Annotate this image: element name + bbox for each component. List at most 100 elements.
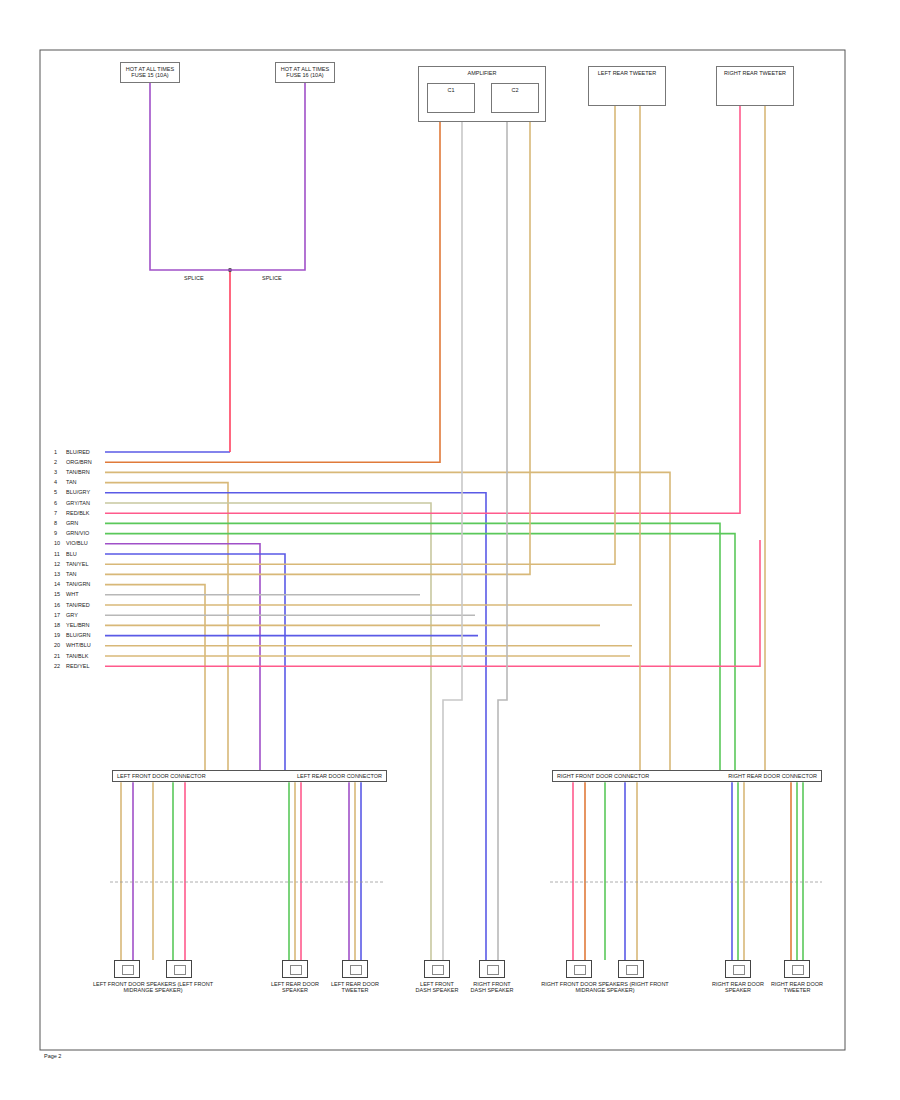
wire-color-code: WHT	[66, 591, 79, 597]
node-text: RIGHT REAR DOOR TWEETER	[770, 981, 824, 994]
speaker-wire	[572, 782, 574, 960]
wire-color-code: BLU/RED	[66, 449, 90, 455]
wire-color-code: GRY/TAN	[66, 500, 90, 506]
speaker-wire	[624, 782, 626, 960]
speaker-wire	[300, 782, 302, 960]
tweeter-connector: LEFT REAR TWEETER	[588, 66, 666, 106]
bundle-wire	[105, 122, 440, 462]
splice-label: SPLICE	[262, 275, 282, 281]
node-text: RIGHT REAR TWEETER	[720, 70, 790, 76]
connector-box: C2	[491, 83, 539, 113]
wire-connector	[150, 83, 305, 270]
wire-color-code: TAN	[66, 479, 77, 485]
bundle-wire	[105, 493, 486, 960]
node-text: C1	[431, 87, 471, 93]
wire-connector	[604, 782, 606, 960]
wire-number: 7	[54, 510, 57, 516]
bundle-wire	[105, 544, 260, 770]
wire-color-code: TAN/RED	[66, 602, 90, 608]
speaker-icons	[270, 960, 320, 978]
page-frame	[40, 50, 845, 1050]
wire-number: 2	[54, 459, 57, 465]
speaker: RIGHT REAR DOOR TWEETER	[770, 960, 824, 994]
speaker-icons	[328, 960, 382, 978]
bundle-wire	[105, 503, 431, 960]
wire-color-code: YEL/BRN	[66, 622, 90, 628]
bundle-wire	[105, 614, 475, 616]
speaker-wire	[172, 782, 174, 960]
wire-color-code: RED/BLK	[66, 510, 90, 516]
wire-number: 6	[54, 500, 57, 506]
wire-number: 18	[54, 622, 60, 628]
wire-number: 3	[54, 469, 57, 475]
speaker-icons	[88, 960, 218, 978]
bundle-wire	[105, 106, 740, 513]
bundle-wire	[105, 106, 615, 564]
wire-color-code: GRN/VIO	[66, 530, 89, 536]
page-number: Page 2	[44, 1053, 61, 1059]
node-text: HOT AT ALL TIMES	[124, 66, 176, 72]
node-text: LEFT REAR DOOR SPEAKER	[270, 981, 320, 994]
wire-color-code: VIO/BLU	[66, 540, 88, 546]
speaker: LEFT REAR DOOR SPEAKER	[270, 960, 320, 994]
node-text: HOT AT ALL TIMES	[279, 66, 331, 72]
bundle-wire	[105, 554, 285, 770]
wire-number: 1	[54, 449, 57, 455]
connector-block: LEFT FRONT DOOR CONNECTOR LEFT REAR DOOR …	[112, 770, 387, 782]
wire-color-code: BLU/GRN	[66, 632, 90, 638]
wire-connector	[639, 106, 641, 770]
speaker-symbol	[725, 960, 751, 978]
speaker-wire	[360, 782, 362, 960]
wire-number: 17	[54, 612, 60, 618]
bundle-wire	[105, 451, 230, 453]
speaker-symbol	[566, 960, 592, 978]
feed-wire	[229, 270, 231, 452]
node-text: LEFT REAR DOOR TWEETER	[328, 981, 382, 994]
bundle-wire	[105, 585, 205, 770]
wire-connector	[796, 782, 798, 960]
bundle-wire	[105, 540, 760, 666]
node-text: RIGHT REAR DOOR SPEAKER	[712, 981, 764, 994]
speaker-wire	[288, 782, 290, 960]
speaker-wire	[731, 782, 733, 960]
speaker-symbol	[114, 960, 140, 978]
wire-color-code: GRN	[66, 520, 78, 526]
wire-connector	[443, 122, 462, 960]
wire-number: 20	[54, 642, 60, 648]
wire-connector	[152, 782, 154, 960]
connector-box: C1	[427, 83, 475, 113]
fuse-box: HOT AT ALL TIMESFUSE 16 (10A)	[275, 62, 335, 83]
wire-connector	[737, 782, 739, 960]
wire-color-code: RED/YEL	[66, 663, 90, 669]
speaker-symbol	[479, 960, 505, 978]
node-text: FUSE 16 (10A)	[279, 72, 331, 78]
amplifier-box: AMPLIFIER C1 C2	[418, 66, 546, 122]
wire-color-code: GRY	[66, 612, 78, 618]
speaker-wire	[790, 782, 792, 960]
speaker-icons	[468, 960, 516, 978]
boundary-line	[110, 882, 385, 883]
node-text: AMPLIFIER	[422, 70, 542, 76]
node-text: RIGHT REAR DOOR CONNECTOR	[728, 773, 817, 779]
wire-color-code: WHT/BLU	[66, 642, 91, 648]
wire-number: 11	[54, 551, 60, 557]
bundle-wire	[105, 604, 632, 606]
bundle-wire	[105, 645, 632, 647]
node-text: LEFT FRONT DOOR CONNECTOR	[117, 773, 206, 779]
bundle-wire	[105, 472, 670, 770]
wire-color-code: TAN/GRN	[66, 581, 90, 587]
node-text: LEFT REAR DOOR CONNECTOR	[297, 773, 382, 779]
speaker-wire	[132, 782, 134, 960]
connector-block: RIGHT FRONT DOOR CONNECTOR RIGHT REAR DOO…	[552, 770, 822, 782]
bundle-wire	[105, 635, 478, 637]
speaker-icons	[770, 960, 824, 978]
node-text: RIGHT FRONT DOOR CONNECTOR	[557, 773, 649, 779]
wire-color-code: TAN/YEL	[66, 561, 89, 567]
tweeter-connector: RIGHT REAR TWEETER	[716, 66, 794, 106]
speaker: RIGHT FRONT DASH SPEAKER	[468, 960, 516, 994]
speaker: LEFT FRONT DOOR SPEAKERS (LEFT FRONT MID…	[88, 960, 218, 994]
bundle-wire	[105, 655, 630, 657]
wire-number: 4	[54, 479, 57, 485]
speaker: LEFT REAR DOOR TWEETER	[328, 960, 382, 994]
